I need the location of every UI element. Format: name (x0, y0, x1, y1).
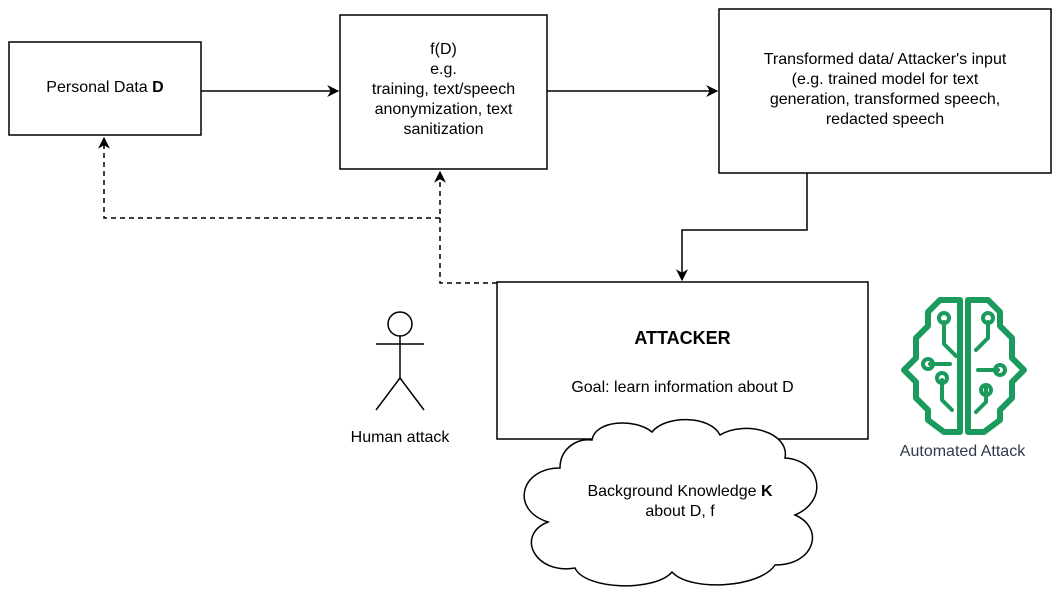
function-box (339, 14, 548, 170)
transformed-data-box (718, 8, 1052, 174)
dashed-arrow-to-personal-data (98, 136, 440, 219)
function-label: f(D) e.g. training, text/speech anonymiz… (340, 40, 547, 140)
transformed-line: Transformed data/ Attacker's input (763, 51, 1007, 68)
background-symbol: K (760, 483, 773, 500)
function-line: sanitization (403, 121, 484, 138)
automated-attack-label: Automated Attack (899, 443, 1026, 460)
function-line: f(D) (430, 41, 457, 58)
background-knowledge-label: Background Knowledge K about D, f (540, 482, 820, 522)
attacker-goal: Goal: learn information about D (571, 379, 794, 396)
human-stick-figure-icon (375, 311, 425, 411)
transformed-data-label: Transformed data/ Attacker's input (e.g.… (719, 50, 1051, 130)
personal-data-label: Personal Data D (9, 78, 201, 98)
function-line: e.g. (430, 61, 457, 78)
brain-circuit-icon (901, 297, 1027, 435)
arrow-transformed-to-attacker (676, 173, 808, 282)
function-line: anonymization, text (374, 101, 513, 118)
personal-data-box (8, 41, 202, 136)
background-text: Background Knowledge (587, 483, 761, 500)
transformed-line: redacted speech (825, 111, 945, 128)
background-line-2: about D, f (645, 503, 715, 520)
human-attack-label: Human attack (350, 429, 450, 446)
transformed-line: generation, transformed speech, (769, 91, 1001, 108)
attacker-box (496, 281, 869, 440)
transformed-line: (e.g. trained model for text (791, 71, 979, 88)
function-line: training, text/speech (371, 81, 516, 98)
personal-data-text: Personal Data (46, 79, 153, 96)
personal-data-symbol: D (152, 79, 164, 96)
dashed-arrow-to-function (434, 170, 497, 284)
background-line-1: Background Knowledge K (540, 482, 820, 502)
attacker-title: ATTACKER (634, 328, 731, 348)
background-knowledge-cloud (523, 418, 818, 587)
